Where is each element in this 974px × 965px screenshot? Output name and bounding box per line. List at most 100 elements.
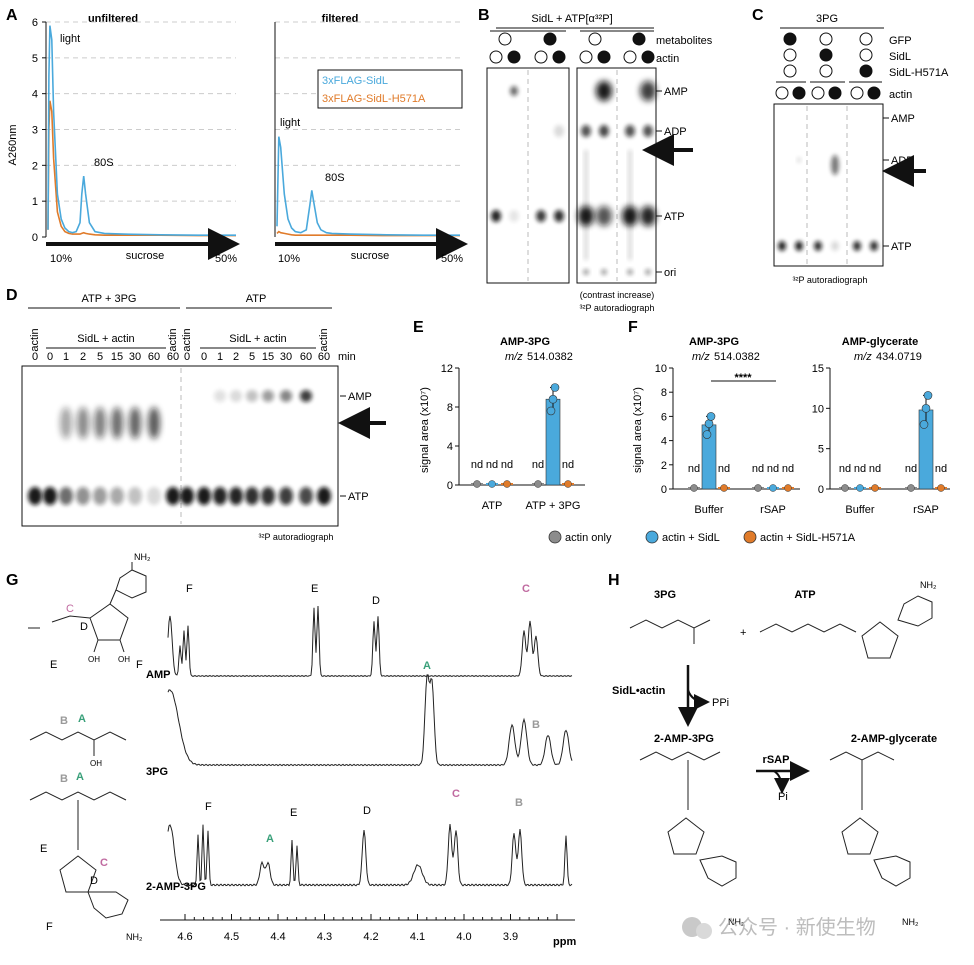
panel-f-mz2-value: 434.0719 [876, 351, 922, 363]
nmr-amp-peak-c: C [522, 583, 530, 595]
panel-b-caption-contrast: (contrast increase) [580, 290, 655, 300]
panel-b-actin-marker [579, 50, 593, 64]
reaction-structures [629, 595, 933, 887]
struct-atp-ribose [861, 621, 899, 659]
nmr-2amp3pg-peak-b: B [515, 797, 523, 809]
bar-zero-point [871, 484, 879, 492]
bar-point [923, 391, 933, 400]
legend-ef-label-sidl: actin + SidL [662, 532, 720, 544]
panel-c-row-sidl: SidL [889, 51, 911, 63]
panel-d-time: 1 [63, 351, 69, 363]
bar-nd-label: nd [718, 463, 730, 475]
panel-d-spot-atp [197, 487, 211, 505]
struct-3pg-h [629, 619, 711, 629]
panel-d-spot-atp [317, 487, 331, 505]
reaction-p2-nh2: NH₂ [902, 917, 919, 927]
bar-ytick-label: 10 [655, 363, 667, 375]
legend-ef-dot-actin-only [548, 530, 562, 544]
bar-ytick-label: 10 [812, 403, 824, 415]
panel-d-time: 0 [184, 351, 190, 363]
panel-d-spot-atp [261, 487, 275, 505]
panel-d-spot-atp: ATP [348, 491, 369, 503]
bar-nd-label: nd [839, 463, 851, 475]
panel-e-title: AMP-3PG [500, 336, 550, 348]
panel-a-left-xstart: 10% [50, 253, 72, 265]
panel-d-spot-amp: AMP [348, 391, 372, 403]
bar-zero-point [720, 484, 728, 492]
nmr-2amp3pg-peak-e: E [290, 807, 297, 819]
panel-c-spot-atp [870, 241, 878, 251]
panel-d-spot-atp [166, 487, 180, 505]
panel-d-time: 0 [47, 351, 53, 363]
2amp3pg-ribose [59, 855, 97, 893]
panel-d-group2: ATP [246, 293, 267, 305]
panel-letter-b: B [478, 7, 490, 24]
bar-point [702, 430, 712, 439]
panel-e-mz-value: 514.0382 [527, 351, 573, 363]
bar-nd-label: nd [752, 463, 764, 475]
nmr-amp-peak-e: E [311, 583, 318, 595]
panel-b-spot-label: ATP [664, 211, 685, 223]
panel-b-actin-marker [641, 50, 655, 64]
panel-c-spot-atp [853, 241, 861, 251]
2amp3pg-label-a: A [76, 771, 84, 783]
bar-zero-point [937, 484, 945, 492]
panel-d-spot-product [77, 407, 89, 439]
panel-d-caption: ³²P autoradiograph [259, 532, 334, 542]
bar-zero-point [754, 484, 762, 492]
nmr-2amp3pg-peak-a: A [266, 833, 274, 845]
panel-c-actin-marker [792, 86, 806, 100]
bar-nd-label: nd [501, 459, 513, 471]
panel-c-marker [819, 32, 833, 46]
panel-f-ylabel: signal area (x10⁷) [632, 387, 644, 473]
panel-c-actin-marker [867, 86, 881, 100]
reaction-enzyme-1: SidL•actin [612, 685, 666, 697]
panel-d-actin-1: actin [29, 328, 41, 351]
bar-ytick-label: 8 [661, 387, 667, 399]
panel-d-spot-atp [279, 487, 293, 505]
bar-zero-point [690, 484, 698, 492]
panel-d-actin-3: actin [181, 328, 193, 351]
bar-nd-label: nd [782, 463, 794, 475]
bar-point [919, 420, 929, 429]
watermark: 公众号 · 新使生物 [682, 916, 876, 939]
panel-d-spot-amp [280, 390, 292, 402]
trace-label-3pg: 3PG [146, 766, 168, 778]
panel-a-ytick-label: 6 [32, 17, 38, 29]
2amp3pg-chain [29, 791, 127, 801]
panel-a-right-xend: 50% [441, 253, 463, 265]
legend-ef-label-h571a: actin + SidL-H571A [760, 532, 856, 544]
panel-c-marker [783, 48, 797, 62]
amp-adenine [115, 569, 147, 599]
panel-d-spots [28, 390, 331, 505]
panel-f-sig: **** [734, 372, 752, 384]
watermark-text: 公众号 · 新使生物 [718, 916, 876, 939]
panel-c-row-h571a: SidL-H571A [889, 67, 949, 79]
bar-nd-label: nd [471, 459, 483, 471]
panel-b-row-metabolites: metabolites [656, 35, 713, 47]
bar-zero-point [784, 484, 792, 492]
panel-d-spot-atp [229, 487, 243, 505]
2amp3pg-label-f: F [46, 921, 53, 933]
panel-c-actin-marker [775, 86, 789, 100]
bar-ytick-label: 15 [812, 363, 824, 375]
bar-ytick-label: 8 [447, 402, 453, 414]
panel-d-spot-amp [214, 390, 226, 402]
struct-2amp3pg-h [639, 751, 721, 761]
bar-ytick-label: 4 [447, 441, 453, 453]
nmr-ppm-label: 3.9 [503, 931, 518, 943]
panel-a-trace-unfiltered-h571a [47, 100, 236, 237]
panel-d-actin-2: actin [167, 328, 179, 351]
panel-b-spot-atp [509, 210, 519, 222]
panel-a-ytick-label: 5 [32, 53, 38, 65]
structure-2amp3pg [29, 791, 129, 919]
nmr-trace-3pg [167, 674, 573, 767]
panel-a-trace-filtered-sidl [276, 136, 460, 236]
panel-d-spot-amp [300, 390, 312, 402]
bar-ytick-label: 0 [447, 480, 453, 492]
panel-b-blot-left [486, 67, 570, 284]
